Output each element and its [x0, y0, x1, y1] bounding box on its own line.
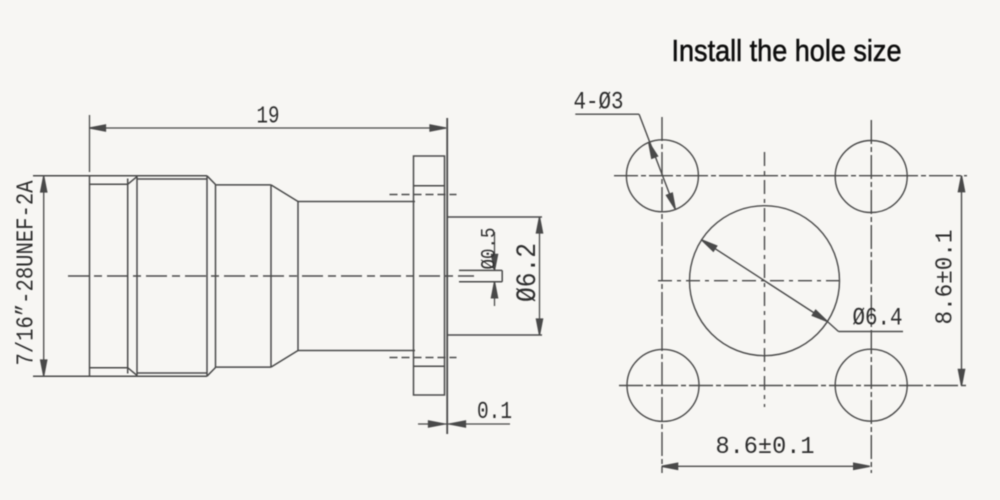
- svg-text:Ø0.5: Ø0.5: [479, 228, 502, 270]
- svg-text:8.6±0.1: 8.6±0.1: [716, 434, 815, 461]
- svg-text:8.6±0.1: 8.6±0.1: [933, 230, 960, 325]
- svg-text:19: 19: [257, 104, 280, 131]
- svg-text:Install the hole size: Install the hole size: [672, 33, 902, 68]
- svg-text:Ø6.4: Ø6.4: [853, 304, 903, 333]
- svg-text:Ø6.2: Ø6.2: [513, 243, 544, 302]
- svg-text:0.1: 0.1: [477, 399, 512, 426]
- svg-text:7/16”-28UNEF-2A: 7/16”-28UNEF-2A: [14, 180, 41, 366]
- svg-text:4-Ø3: 4-Ø3: [574, 88, 624, 117]
